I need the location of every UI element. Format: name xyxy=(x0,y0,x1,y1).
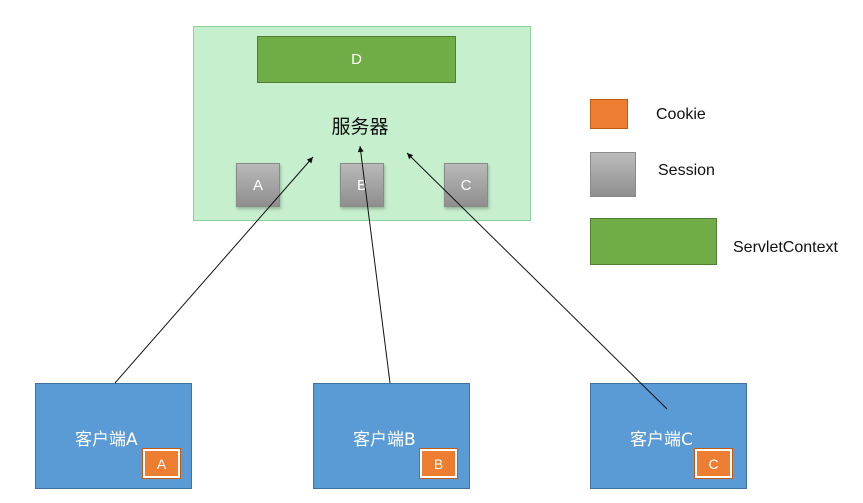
legend-session-swatch xyxy=(590,152,636,197)
session-b-label: B xyxy=(356,176,367,194)
session-c-label: C xyxy=(460,176,472,194)
cookie-a-label: A xyxy=(156,455,167,472)
legend-servlet-context-label: ServletContext xyxy=(733,239,838,256)
cookie-b-box: B xyxy=(419,448,458,479)
session-b-box: B xyxy=(340,163,384,207)
server-label: 服务器 xyxy=(331,116,389,138)
legend-session-label: Session xyxy=(658,162,715,179)
client-c-label: 客户端C xyxy=(630,430,693,450)
legend-cookie-swatch xyxy=(590,99,628,129)
client-b-label: 客户端B xyxy=(353,430,416,450)
session-a-box: A xyxy=(236,163,280,207)
legend-servlet-context-swatch xyxy=(590,218,717,265)
session-c-box: C xyxy=(444,163,488,207)
cookie-a-box: A xyxy=(142,448,181,479)
servlet-context-label: D xyxy=(351,51,362,68)
cookie-b-label: B xyxy=(433,455,444,472)
session-a-label: A xyxy=(252,176,263,194)
cookie-c-box: C xyxy=(694,448,733,479)
cookie-c-label: C xyxy=(708,455,719,472)
legend-cookie-label: Cookie xyxy=(656,106,706,123)
servlet-context-box: D xyxy=(257,36,456,83)
client-a-label: 客户端A xyxy=(75,430,138,450)
